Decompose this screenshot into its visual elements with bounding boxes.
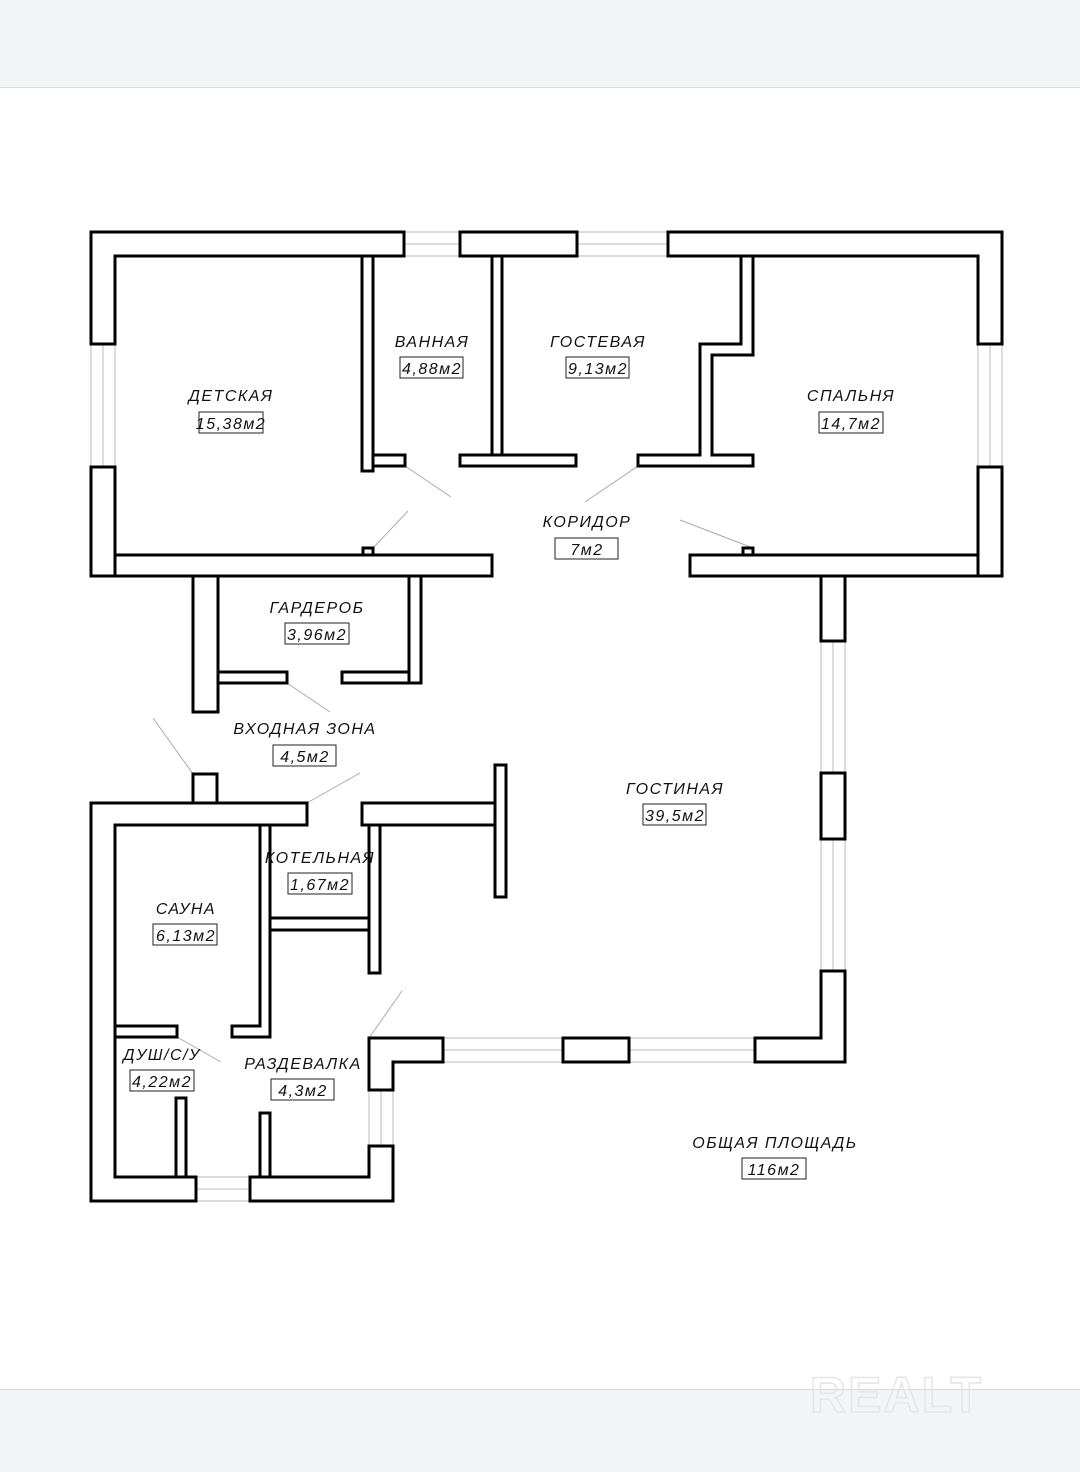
room-name: КОРИДОР [543,514,632,531]
windows [90,231,1003,1202]
room-area: 1,67м2 [290,877,350,894]
total-area-value: 116м2 [748,1162,801,1179]
room-label-dush: ДУШ/С/У 4,22м2 [121,1047,201,1092]
room-name: ДУШ/С/У [121,1047,201,1064]
room-area: 7м2 [570,542,603,559]
room-name: КОТЕЛЬНАЯ [265,850,375,867]
walls [89,230,1004,1203]
room-area: 14,7м2 [821,416,881,433]
room-area: 4,5м2 [280,749,330,766]
door-lines [152,465,754,1063]
room-area: 15,38м2 [196,416,266,433]
room-name: РАЗДЕВАЛКА [244,1056,362,1073]
room-label-vannaya: ВАННАЯ 4,88м2 [395,334,470,379]
room-area: 4,3м2 [278,1083,328,1100]
room-label-gostinaya: ГОСТИНАЯ 39,5м2 [626,781,724,826]
room-name: ДЕТСКАЯ [187,388,274,405]
room-name: ВХОДНАЯ ЗОНА [233,721,376,738]
total-area-label: ОБЩАЯ ПЛОЩАДЬ 116м2 [692,1135,857,1180]
room-label-detskaya: ДЕТСКАЯ 15,38м2 [187,388,274,434]
room-area: 4,22м2 [132,1074,192,1091]
room-label-sauna: САУНА 6,13м2 [152,901,218,946]
room-area: 6,13м2 [156,928,216,945]
room-name: СПАЛЬНЯ [807,388,895,405]
room-name: САУНА [156,901,216,918]
room-label-kotelnaya: КОТЕЛЬНАЯ 1,67м2 [265,850,375,895]
room-label-garderob: ГАРДЕРОБ 3,96м2 [269,600,364,645]
room-name: ГАРДЕРОБ [269,600,364,617]
room-label-spalnya: СПАЛЬНЯ 14,7м2 [807,388,895,434]
room-label-razdevalka: РАЗДЕВАЛКА 4,3м2 [244,1056,362,1101]
room-area: 39,5м2 [645,808,705,825]
room-area: 9,13м2 [568,361,628,378]
bottom-bar [0,1389,1080,1472]
room-label-vkhodnaya-zona: ВХОДНАЯ ЗОНА 4,5м2 [233,721,376,767]
room-area: 3,96м2 [287,627,347,644]
room-name: ВАННАЯ [395,334,470,351]
room-label-koridor: КОРИДОР 7м2 [543,514,632,560]
top-bar [0,0,1080,88]
total-area-title: ОБЩАЯ ПЛОЩАДЬ [692,1135,857,1152]
room-name: ГОСТИНАЯ [626,781,724,798]
realt-watermark-logo: REALT [809,1366,983,1424]
room-area: 4,88м2 [402,361,462,378]
room-label-gostevaya: ГОСТЕВАЯ 9,13м2 [550,334,646,379]
room-name: ГОСТЕВАЯ [550,334,646,351]
